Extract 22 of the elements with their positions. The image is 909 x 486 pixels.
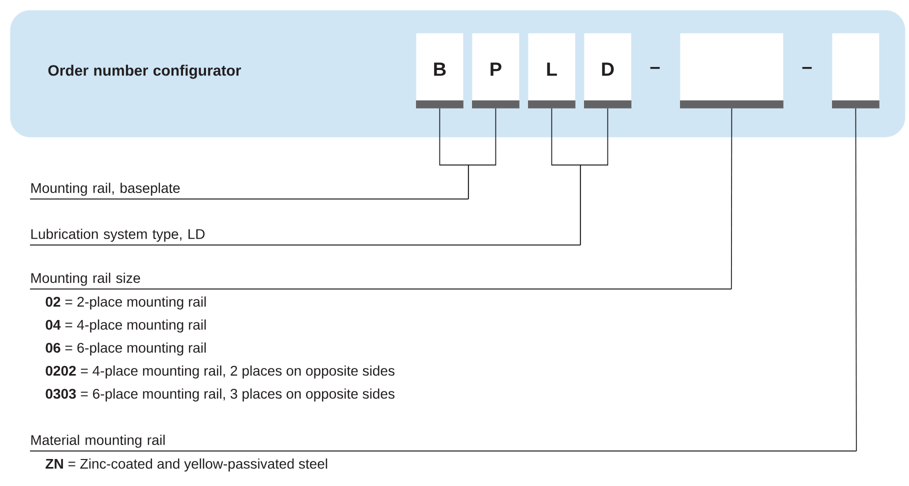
- leader-label: Mounting rail, baseplate: [30, 182, 469, 200]
- leader-label: Mounting rail size: [30, 272, 732, 290]
- code-description: ZN = Zinc-coated and yellow-passivated steel: [46, 458, 328, 472]
- blank-box: [680, 33, 784, 108]
- leader-label: Material mounting rail: [30, 434, 857, 452]
- letter-box: B: [416, 33, 464, 108]
- blank-box: [832, 33, 880, 108]
- letter-box: D: [584, 33, 632, 108]
- leader-line: [855, 108, 857, 452]
- code-description: 02 = 2-place mounting rail: [46, 296, 206, 310]
- leader-line: [468, 108, 496, 200]
- leader-line: [730, 108, 732, 290]
- leader-line: [580, 108, 608, 246]
- code-description: 06 = 6-place mounting rail: [46, 342, 206, 356]
- leader-label: Lubrication system type, LD: [30, 228, 581, 246]
- dash-sign: –: [650, 66, 660, 69]
- code-description: 04 = 4-place mounting rail: [46, 319, 206, 333]
- dash-sign: –: [802, 66, 812, 69]
- code-description: 0202 = 4-place mounting rail, 2 places on opposite sides: [46, 365, 394, 379]
- code-description: 0303 = 6-place mounting rail, 3 places on opposite sides: [46, 388, 394, 402]
- letter-box: L: [528, 33, 576, 108]
- letter-box: P: [472, 33, 520, 108]
